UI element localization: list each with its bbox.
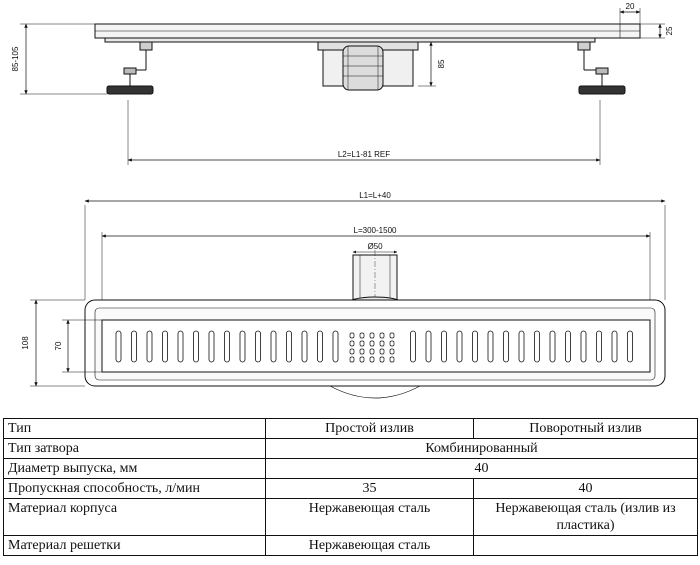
grate-slot xyxy=(472,330,478,363)
grate-slot xyxy=(349,348,355,355)
grate-slot xyxy=(487,330,494,363)
grate-slot xyxy=(456,330,463,363)
side-view xyxy=(20,8,665,165)
table-row: Диаметр выпуска, мм 40 xyxy=(3,458,698,479)
row-label: Пропускная способность, л/мин xyxy=(3,478,266,499)
grate-slot xyxy=(270,330,277,363)
row-value-simple: Нержавеющая сталь xyxy=(265,535,474,556)
grate-slot xyxy=(425,330,432,363)
drain-top-plate xyxy=(94,23,641,43)
technical-drawing: 85-105 85 20 25 L2=L1-81 REF xyxy=(11,2,674,399)
top-view xyxy=(30,199,666,399)
table-header-row: Тип Простой излив Поворотный излив xyxy=(3,418,698,439)
grate-slot xyxy=(549,330,556,363)
dim-grate-length: L=300-1500 xyxy=(354,226,397,235)
grate-slot xyxy=(193,330,199,363)
row-value: Комбинированный xyxy=(265,438,698,459)
grate-slot xyxy=(596,330,602,363)
row-value: 40 xyxy=(265,458,698,479)
grate-slot xyxy=(255,330,261,363)
grate-slot xyxy=(359,348,365,355)
grate-slot xyxy=(534,330,540,363)
grate-slot xyxy=(611,330,618,363)
table-row: Материал корпуса Нержавеющая сталь Нержа… xyxy=(3,498,698,536)
row-value-simple: Нержавеющая сталь xyxy=(265,498,474,536)
grate-slot xyxy=(518,330,525,363)
grate-slot xyxy=(580,330,587,363)
grate-slot xyxy=(146,330,153,363)
header-type: Тип xyxy=(3,418,266,439)
grate-slot xyxy=(565,330,571,363)
dim-leg-span: L2=L1-81 REF xyxy=(338,150,390,159)
grate-slot xyxy=(115,330,122,363)
grate-slot xyxy=(441,330,447,363)
header-simple-spout: Простой излив xyxy=(265,418,474,439)
dim-width-inner: 70 xyxy=(54,341,63,350)
row-value-rotary: 40 xyxy=(473,478,698,499)
right-leveling-foot xyxy=(577,41,626,95)
dim-width-outer: 108 xyxy=(21,336,30,350)
grate-slot xyxy=(369,356,375,363)
grate-slot xyxy=(286,330,292,363)
drain-body-outlet xyxy=(317,41,419,91)
grate-slot xyxy=(379,356,385,363)
grate-slot xyxy=(379,332,385,339)
grate-slot xyxy=(389,356,395,363)
row-label: Материал корпуса xyxy=(3,498,266,536)
grate-slot xyxy=(162,330,168,363)
grate-slot xyxy=(359,340,365,347)
grate-slot xyxy=(332,330,339,363)
dim-top-width: 20 xyxy=(626,2,635,11)
grate-slot xyxy=(410,330,416,363)
grate-slot xyxy=(349,356,355,363)
dim-height-range: 85-105 xyxy=(11,46,20,71)
grate-slot xyxy=(239,330,246,363)
row-label: Материал решетки xyxy=(3,535,266,556)
header-rotary-spout: Поворотный излив xyxy=(473,418,698,439)
row-value-simple: 35 xyxy=(265,478,474,499)
grate-slot xyxy=(389,348,395,355)
grate-slots xyxy=(115,330,633,363)
row-label: Диаметр выпуска, мм xyxy=(3,458,266,479)
grate-slot xyxy=(208,330,215,363)
grate-slot xyxy=(131,330,137,363)
grate-slot xyxy=(301,330,308,363)
grate-slot xyxy=(627,330,633,363)
grate-slot xyxy=(359,332,365,339)
row-label: Тип затвора xyxy=(3,438,266,459)
grate-slot xyxy=(349,340,355,347)
row-value-rotary: Нержавеющая сталь (излив из пластика) xyxy=(473,498,698,536)
dim-body-height: 85 xyxy=(437,59,446,68)
grate-slot xyxy=(379,348,385,355)
grate-slot xyxy=(503,330,509,363)
grate-slot xyxy=(177,330,184,363)
grate-slot xyxy=(389,340,395,347)
dim-outlet-diameter: Ø50 xyxy=(367,242,383,251)
dim-total-length: L1=L+40 xyxy=(359,191,391,200)
grate-slot xyxy=(379,340,385,347)
grate-slot xyxy=(349,332,355,339)
dim-top-height: 25 xyxy=(665,26,674,35)
row-value-rotary xyxy=(473,535,698,556)
table-row: Пропускная способность, л/мин 35 40 xyxy=(3,478,698,499)
grate-slot xyxy=(369,340,375,347)
grate-slot xyxy=(224,330,230,363)
grate-slot xyxy=(369,332,375,339)
grate-slot xyxy=(389,332,395,339)
table-row: Материал решетки Нержавеющая сталь xyxy=(3,535,698,556)
grate-slot xyxy=(317,330,323,363)
left-leveling-foot xyxy=(106,41,154,95)
specification-table: Тип Простой излив Поворотный излив Тип з… xyxy=(3,418,698,556)
grate-slot xyxy=(369,348,375,355)
table-row: Тип затвора Комбинированный xyxy=(3,438,698,459)
grate-slot xyxy=(359,356,365,363)
